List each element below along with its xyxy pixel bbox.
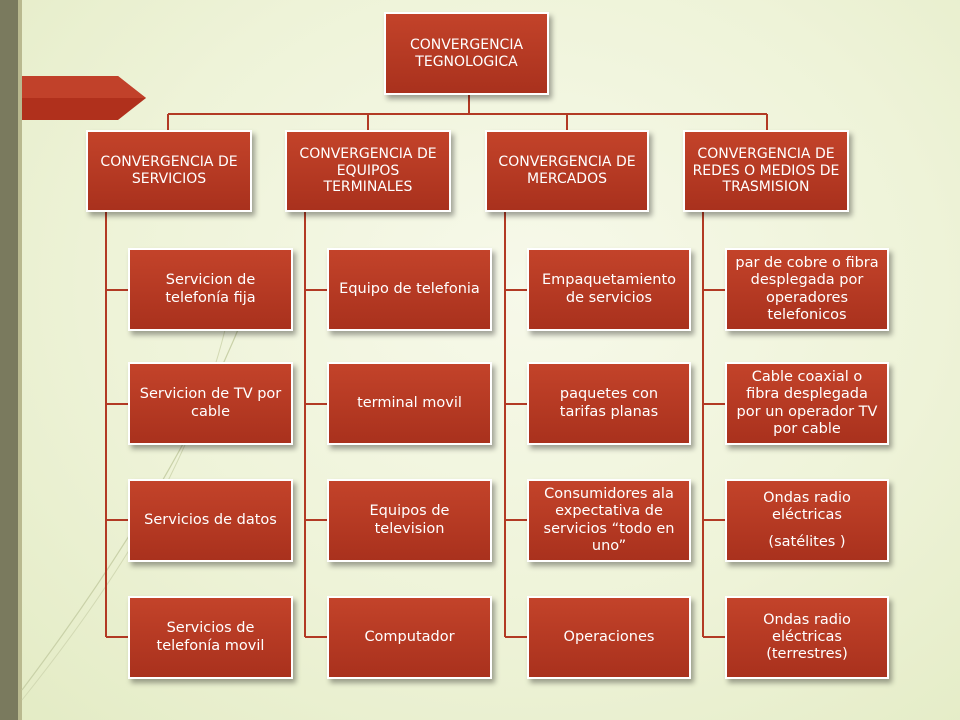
redes-item-label: par de cobre o fibra desplegada por oper… xyxy=(735,255,879,323)
left-decorative-bar xyxy=(0,0,18,720)
equipos-item: terminal movil xyxy=(327,362,492,445)
column-header-servicios: CONVERGENCIA DE SERVICIOS xyxy=(86,130,252,212)
column-header-label: CONVERGENCIA DE MERCADOS xyxy=(498,154,636,187)
mercados-item-label: paquetes con tarifas planas xyxy=(559,386,659,420)
mercados-item-label: Empaquetamiento de servicios xyxy=(541,272,677,306)
mercados-item: Empaquetamiento de servicios xyxy=(527,248,691,331)
root-node-label: CONVERGENCIA TEGNOLOGICA xyxy=(409,36,524,70)
equipos-item-label: Equipos de television xyxy=(369,503,450,537)
equipos-item-label: terminal movil xyxy=(357,394,462,411)
equipos-item-label: Equipo de telefonia xyxy=(339,280,480,297)
servicios-item: Servicios de telefonía movil xyxy=(128,596,293,679)
redes-item-label: Ondas radio eléctricas xyxy=(763,489,851,523)
mercados-item: Consumidores ala expectativa de servicio… xyxy=(527,479,691,562)
servicios-item: Servicios de datos xyxy=(128,479,293,562)
column-header-redes: CONVERGENCIA DE REDES O MEDIOS DE TRASMI… xyxy=(683,130,849,212)
equipos-item-label: Computador xyxy=(364,628,455,645)
column-header-equipos: CONVERGENCIA DE EQUIPOS TERMINALES xyxy=(285,130,451,212)
mercados-item: Operaciones xyxy=(527,596,691,679)
redes-item: Ondas radio eléctricas (terrestres) xyxy=(725,596,889,679)
equipos-item: Equipo de telefonia xyxy=(327,248,492,331)
root-node: CONVERGENCIA TEGNOLOGICA xyxy=(384,12,549,95)
column-header-mercados: CONVERGENCIA DE MERCADOS xyxy=(485,130,649,212)
redes-item-label: Ondas radio eléctricas (terrestres) xyxy=(763,611,851,663)
equipos-item: Computador xyxy=(327,596,492,679)
mercados-item-label: Operaciones xyxy=(563,628,655,645)
servicios-item-label: Servicios de datos xyxy=(144,511,277,528)
servicios-item-label: Servicion de TV por cable xyxy=(139,386,282,420)
servicios-item-label: Servicion de telefonía fija xyxy=(165,272,256,306)
servicios-item: Servicion de telefonía fija xyxy=(128,248,293,331)
accent-arrow-shape xyxy=(22,76,146,120)
mercados-item: paquetes con tarifas planas xyxy=(527,362,691,445)
equipos-item: Equipos de television xyxy=(327,479,492,562)
redes-item: Ondas radio eléctricas (satélites ) xyxy=(725,479,889,562)
column-header-label: CONVERGENCIA DE SERVICIOS xyxy=(100,154,238,187)
redes-item: par de cobre o fibra desplegada por oper… xyxy=(725,248,889,331)
redes-item-sublabel: (satélites ) xyxy=(768,534,846,551)
servicios-item-label: Servicios de telefonía movil xyxy=(156,620,265,654)
column-header-label: CONVERGENCIA DE REDES O MEDIOS DE TRASMI… xyxy=(692,146,840,196)
left-decorative-stripe xyxy=(18,0,22,720)
mercados-item-label: Consumidores ala expectativa de servicio… xyxy=(543,486,675,554)
column-header-label: CONVERGENCIA DE EQUIPOS TERMINALES xyxy=(299,146,437,196)
redes-item: Cable coaxial o fibra desplegada por un … xyxy=(725,362,889,445)
servicios-item: Servicion de TV por cable xyxy=(128,362,293,445)
redes-item-label: Cable coaxial o fibra desplegada por un … xyxy=(736,369,878,437)
